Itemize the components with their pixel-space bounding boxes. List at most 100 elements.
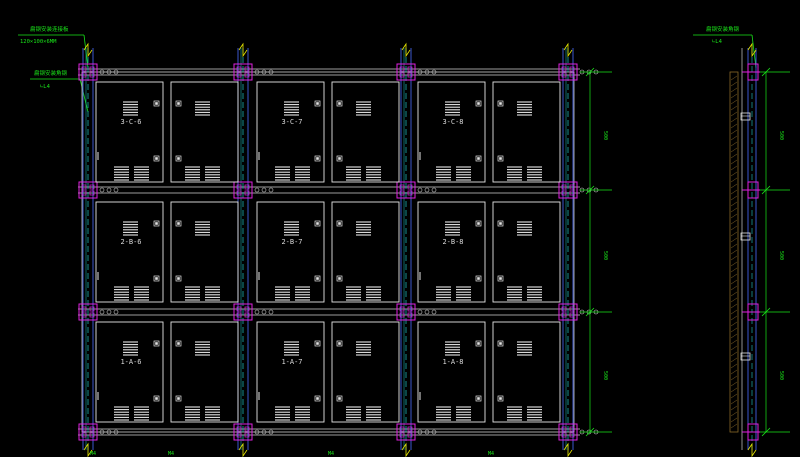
side-wall-hatch-244 [730, 243, 738, 249]
plate-1-2 [233, 303, 253, 321]
cabinet-sq-br-r2-c2-dot [316, 397, 319, 400]
cabinet-label-1-a-6: 1-A-6 [120, 358, 141, 366]
cabinet-sq-tr-r0-c2 [314, 100, 321, 107]
cabinet-outline-r1-c1 [170, 201, 239, 303]
cabinet-outline-r0-c5 [492, 81, 561, 183]
plate-bolt-b-2-1 [407, 184, 413, 190]
side-wall-hatch-100 [730, 99, 738, 105]
cabinet-sq-br-r0-c0 [153, 155, 160, 162]
plate-bolt-c-1-2 [236, 312, 242, 318]
cabinet-sq-br-r1-c2 [314, 275, 321, 282]
side-wall-hatch-130 [730, 129, 738, 135]
dimension-lines [580, 67, 790, 437]
plate-bolt-b-3-2 [569, 306, 575, 312]
side-wall-hatch-364 [730, 363, 738, 369]
cabinet-outline-r0-c0 [95, 81, 164, 183]
plate-bolt-c-2-0 [399, 72, 405, 78]
cabinet-label-3-c-7: 3-C-7 [281, 118, 302, 126]
cabinet-sq-tr-r0-c2-dot [316, 102, 319, 105]
side-wall-hatch-196 [730, 195, 738, 201]
side-wall-hatch-88 [730, 87, 738, 93]
dimension-row-1: 500 [602, 371, 608, 380]
cabinet-sq-tl-r1-c1 [175, 220, 182, 227]
cabinet-label-1-a-8: 1-A-8 [442, 358, 463, 366]
main-frame [78, 42, 599, 457]
cabinet-sq-tr-r1-c4 [475, 220, 482, 227]
cabinet-r2-c5 [492, 321, 561, 423]
side-wall [729, 71, 739, 433]
cabinet-sq-tr-r1-c0 [153, 220, 160, 227]
post-break-bottom-3 [563, 442, 573, 457]
cabinet-sq-tl-r1-c5-dot [499, 222, 502, 225]
rail-hole-0-3-0 [99, 429, 105, 435]
cabinet-r1-c4 [417, 201, 486, 303]
plate-bolt-a-0-0 [81, 66, 87, 72]
cabinet-label-3-c-6: 3-C-6 [120, 118, 141, 126]
cabinet-outline-r1-c3 [331, 201, 400, 303]
cabinet-sq-bl-r2-c1-dot [177, 397, 180, 400]
rail-hole-0-1-0 [99, 187, 105, 193]
cabinet-sq-tl-r0-c1-dot [177, 102, 180, 105]
plate-bolt-d-3-0 [569, 72, 575, 78]
side-wall-hatch-208 [730, 207, 738, 213]
cabinet-sq-bl-r0-c3 [336, 155, 343, 162]
cabinet-sq-br-r1-c0-dot [155, 277, 158, 280]
cabinet-outline-r0-c3 [331, 81, 400, 183]
cabinet-sq-tr-r0-c0-dot [155, 102, 158, 105]
dim-tick-side-1 [761, 185, 771, 195]
cabinet-outline-r1-c4 [417, 201, 486, 303]
cabinet-r2-c2 [256, 321, 325, 423]
plate-1-0 [233, 63, 253, 81]
side-wall-hatch-370 [730, 369, 738, 375]
cabinet-sq-br-r1-c4 [475, 275, 482, 282]
plate-bolt-d-2-2 [407, 312, 413, 318]
cabinet-sq-tl-r1-c5 [497, 220, 504, 227]
cabinet-outline-r2-c4 [417, 321, 486, 423]
cabinet-sq-tl-r2-c1 [175, 340, 182, 347]
rail-hole-1-2-2 [268, 309, 274, 315]
plate-3-3 [558, 423, 578, 441]
cabinet-sq-br-r2-c0-dot [155, 397, 158, 400]
cabinet-sq-tr-r1-c4-dot [477, 222, 480, 225]
rail-hole-1-0-1 [261, 69, 267, 75]
plate-bolt-a-2-1 [399, 184, 405, 190]
plate-bolt-c-0-3 [81, 432, 87, 438]
side-bracket-1 [740, 232, 751, 241]
cabinet-r0-c2 [256, 81, 325, 183]
cabinet-sq-bl-r1-c5-dot [499, 277, 502, 280]
cabinet-sq-tl-r2-c3 [336, 340, 343, 347]
cabinet-label-1-a-7: 1-A-7 [281, 358, 302, 366]
rail-hole-0-1-2 [113, 187, 119, 193]
plate-0-3 [78, 423, 98, 441]
plate-bolt-b-3-3 [569, 426, 575, 432]
rail-hole-0-0-2 [113, 69, 119, 75]
rail-hole-0-3-2 [113, 429, 119, 435]
note-angle-steel-right-title: 扁钢安装角钢 [706, 25, 740, 33]
side-wall-hatch-256 [730, 255, 738, 261]
note-angle-steel-right-spec: ∟L4 [712, 39, 723, 45]
side-wall-hatch-238 [730, 237, 738, 243]
cabinet-r2-c4 [417, 321, 486, 423]
side-wall-hatch-406 [730, 405, 738, 411]
post-break-top-2 [401, 42, 411, 58]
side-wall-hatch-394 [730, 393, 738, 399]
cabinet-sq-tl-r1-c1-dot [177, 222, 180, 225]
cabinet-r1-c0 [95, 201, 164, 303]
cabinet-sq-tl-r0-c1 [175, 100, 182, 107]
cabinet-sq-tr-r2-c4-dot [477, 342, 480, 345]
plate-bolt-d-1-1 [244, 190, 250, 196]
side-wall-hatch-286 [730, 285, 738, 291]
side-wall-hatch-160 [730, 159, 738, 165]
cabinet-r2-c1 [170, 321, 239, 423]
dim-tick-front-1 [585, 185, 595, 195]
cabinet-sq-bl-r2-c3 [336, 395, 343, 402]
cabinet-r2-c3 [331, 321, 400, 423]
cabinet-r0-c1 [170, 81, 239, 183]
plate-bolt-c-0-1 [81, 190, 87, 196]
rail-hole-1-3-2 [268, 429, 274, 435]
cabinet-r1-c3 [331, 201, 400, 303]
side-break-top [747, 42, 757, 58]
side-wall-hatch-250 [730, 249, 738, 255]
bottom-mark-2: M4 [328, 451, 334, 457]
